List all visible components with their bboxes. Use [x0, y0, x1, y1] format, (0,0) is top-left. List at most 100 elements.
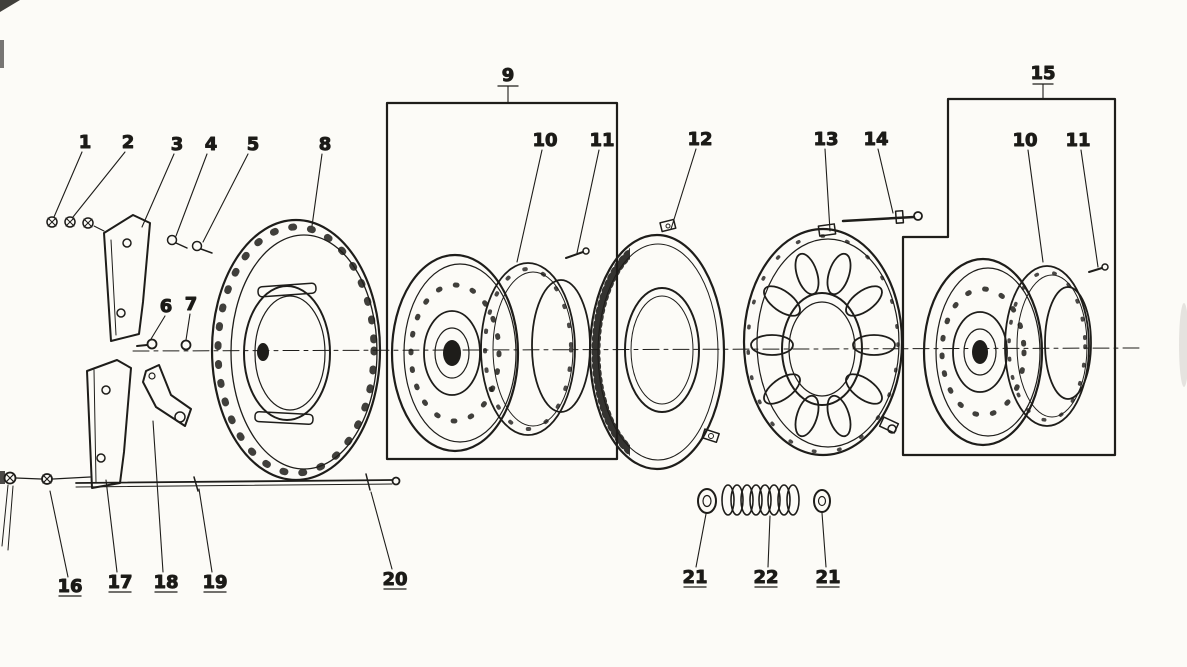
callout-10-left: 10 [516, 130, 558, 263]
flywheel-hub-opening-inner [254, 295, 326, 411]
callout-22-label: 22 [753, 567, 778, 588]
callout-11-left-label: 11 [589, 130, 614, 151]
disc-rivet-ring [408, 282, 502, 424]
callout-19: 19 [198, 488, 228, 594]
coil [767, 484, 781, 516]
upper-bracket-hole-top [122, 238, 132, 248]
disc-hub [423, 310, 481, 396]
rear-plate-rivet-ring [1007, 270, 1087, 422]
fastener-cluster-top-left [46, 216, 105, 232]
callout-18-label: 18 [153, 572, 178, 593]
cover-outer [588, 233, 726, 471]
callouts: 1 2 3 4 5 6 7 [49, 63, 1099, 598]
upper-bracket-outline [103, 214, 151, 342]
callout-5-label: 5 [247, 134, 260, 155]
callout-20: 20 [370, 491, 408, 591]
disc-outer [922, 257, 1044, 447]
disc-outer-inner-line [403, 263, 517, 443]
upper-bracket-hole-bottom [116, 308, 126, 318]
pushrod-collar [193, 476, 199, 492]
clutch-cover [588, 218, 726, 471]
drawing-root: 1 2 3 4 5 6 7 [1, 63, 1141, 598]
disc-stud [565, 251, 584, 259]
callout-16-leader [49, 490, 69, 578]
callout-10-left-leader [516, 149, 543, 263]
callout-6-leader [150, 315, 166, 340]
callout-17: 17 [105, 479, 133, 594]
callout-18-leader [152, 420, 164, 573]
callout-13-leader [824, 148, 831, 232]
flywheel-upper-boss [257, 282, 317, 298]
spring-window [750, 334, 794, 356]
cover-top-tab-hole [665, 223, 671, 229]
callout-11-right: 11 [1065, 130, 1099, 268]
cover-hatching [591, 247, 630, 457]
upper-bracket [103, 214, 151, 342]
callout-16: 16 [49, 490, 83, 598]
callout-19-leader [198, 488, 213, 573]
rear-plate-1-inner [1016, 274, 1088, 418]
lower-bracket-hole-top [101, 385, 111, 395]
callout-15: 15 [1030, 63, 1056, 100]
callout-19-label: 19 [202, 572, 227, 593]
disc-hub-spline [443, 340, 461, 366]
disc-hub-spline [972, 340, 988, 364]
fasteners-bottom-left [1, 471, 91, 551]
driven-disc-assembly-right [922, 257, 1109, 447]
cover-top-tab [659, 218, 677, 233]
pushrod-end [391, 476, 401, 486]
callout-3-leader [141, 153, 175, 228]
callout-2: 2 [72, 132, 135, 218]
callout-14-label: 14 [863, 129, 888, 150]
callout-12: 12 [670, 129, 713, 230]
callout-4-label: 4 [205, 134, 218, 155]
callout-1: 1 [53, 132, 92, 218]
callout-10-right: 10 [1012, 130, 1044, 263]
flywheel-hub-opening [243, 285, 331, 421]
callout-4: 4 [175, 134, 218, 237]
callout-13-label: 13 [813, 129, 838, 150]
spring-washer-left-hole [702, 494, 712, 508]
scan-artifact-left-edge [0, 40, 4, 68]
coil [777, 484, 791, 516]
coil [730, 484, 744, 516]
callout-21-left-leader [695, 513, 707, 568]
callout-21-left: 21 [682, 513, 708, 589]
disc-outer-inner-line [935, 267, 1041, 437]
callout-18: 18 [152, 420, 179, 594]
scan-artifact-right-edge [1179, 303, 1187, 387]
pushrod-bottom-edge [75, 483, 393, 488]
callout-17-label: 17 [107, 572, 132, 593]
spring-window [763, 285, 801, 317]
lower-bracket-fold-line [93, 369, 97, 483]
fasteners-4-5 [166, 234, 213, 254]
fastener [41, 473, 53, 485]
pressure-plate-opening-inner [788, 301, 856, 397]
callout-22-leader [767, 515, 771, 568]
cover-opening-inner [630, 295, 694, 405]
spring-washer-right [813, 489, 831, 513]
spring-window [794, 394, 820, 438]
cover-bottom-tab [701, 428, 720, 444]
flywheel-lower-boss [254, 410, 314, 426]
callout-6-label: 6 [160, 296, 173, 317]
upper-bracket-fold-line [110, 239, 117, 336]
pressure-plate-assembly [742, 223, 904, 457]
callout-12-label: 12 [687, 129, 712, 150]
callout-14-leader [877, 148, 894, 214]
callout-17-leader [105, 479, 118, 573]
release-lever-hole [174, 411, 186, 423]
callout-21-right-label: 21 [815, 567, 840, 588]
callout-21-right: 21 [815, 512, 841, 589]
callout-10-left-label: 10 [532, 130, 557, 151]
callout-11-right-leader [1080, 149, 1099, 268]
callout-16-label: 16 [57, 576, 82, 597]
callout-13: 13 [813, 129, 839, 232]
callout-3: 3 [141, 134, 184, 228]
callout-8-leader [311, 153, 323, 227]
callout-15-label: 15 [1030, 63, 1055, 84]
flywheel-bolt-tick-ring [214, 223, 378, 477]
callout-5-leader [202, 153, 249, 243]
callout-3-label: 3 [171, 134, 184, 155]
